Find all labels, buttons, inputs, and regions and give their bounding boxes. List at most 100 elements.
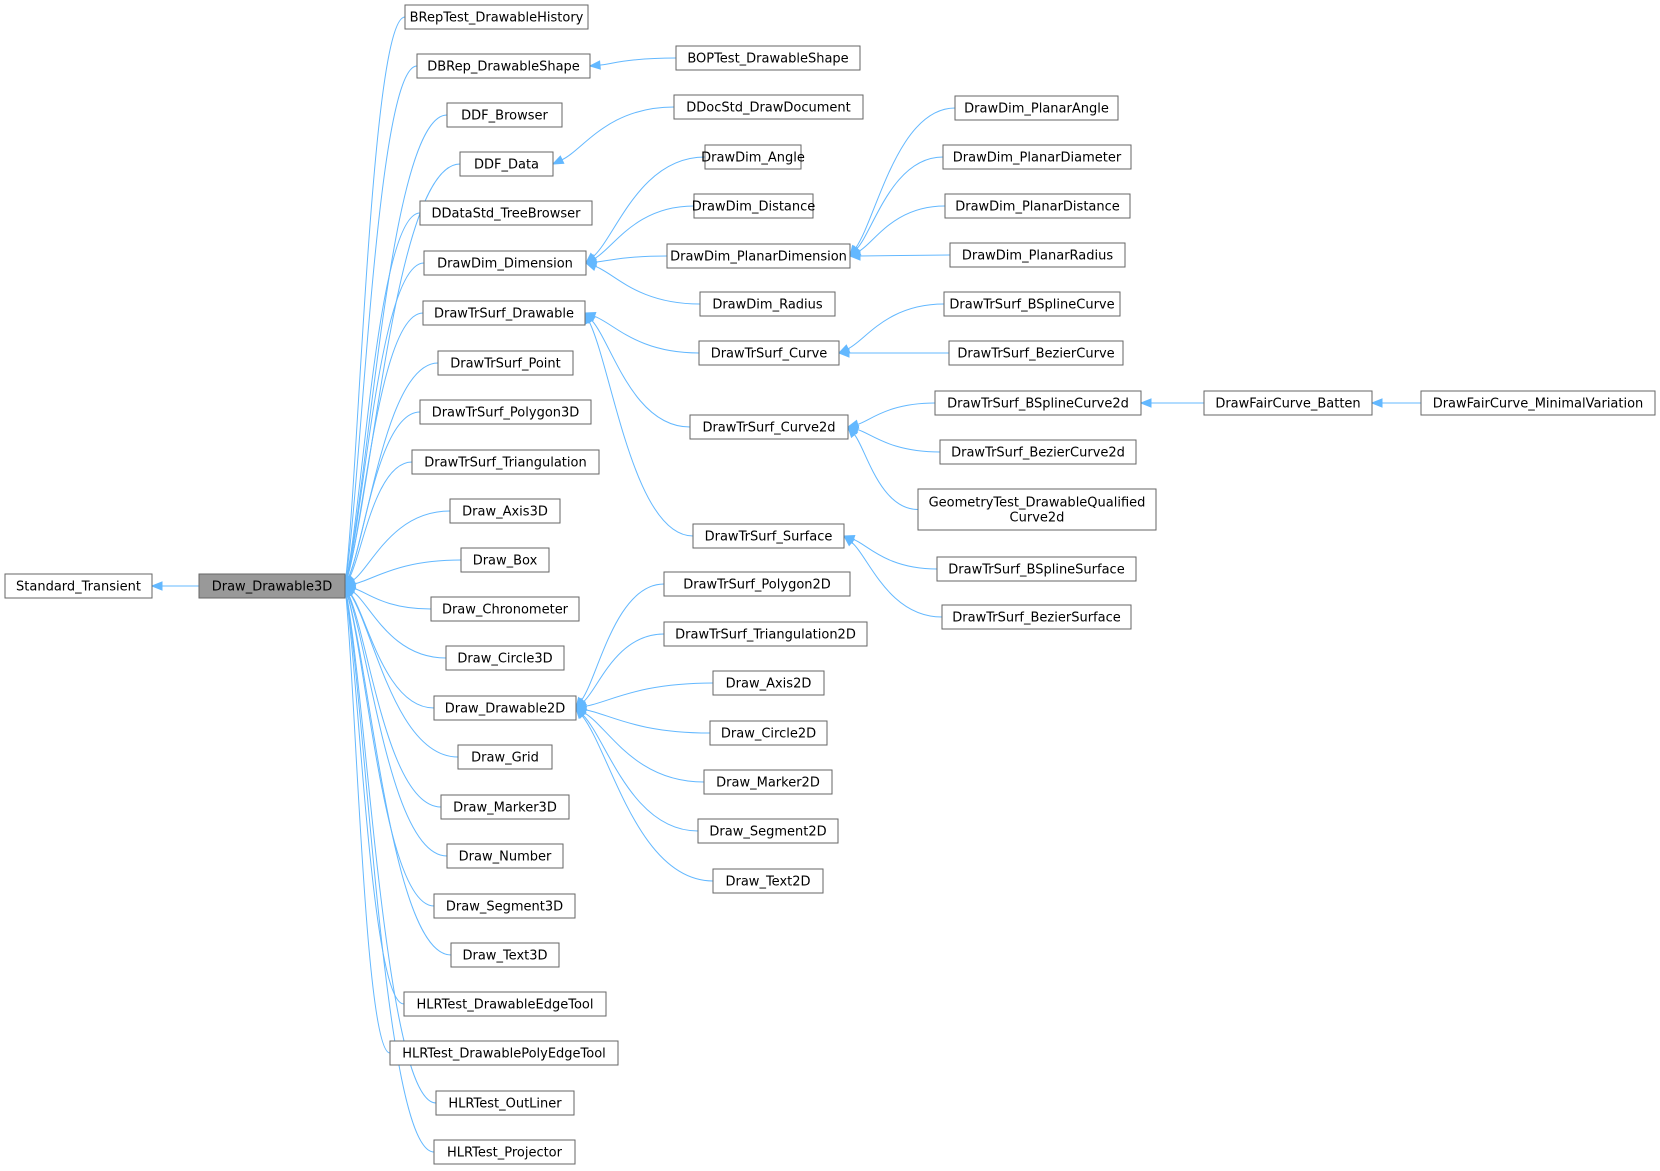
class-node-bezier-curve2d[interactable]: DrawTrSurf_BezierCurve2d <box>939 439 1137 465</box>
class-node-chrono[interactable]: Draw_Chronometer <box>430 596 580 622</box>
edge-arrowhead <box>575 706 587 720</box>
class-label: Draw_Text3D <box>462 949 547 964</box>
class-node-box[interactable]: Draw_Box <box>460 547 550 573</box>
edge-line <box>346 212 421 577</box>
class-node-ddata-tree[interactable]: DDataStd_TreeBrowser <box>419 200 593 226</box>
class-node-segment2d[interactable]: Draw_Segment2D <box>697 818 839 844</box>
edge-dim_planar-to-dim <box>584 255 668 267</box>
class-box <box>460 547 550 573</box>
class-node-ddf-browser[interactable]: DDF_Browser <box>446 102 563 128</box>
class-node-trs-poly2d[interactable]: DrawTrSurf_Polygon2D <box>663 571 851 597</box>
class-box <box>917 488 1157 531</box>
class-node-bspline-curve[interactable]: DrawTrSurf_BSplineCurve <box>943 291 1121 317</box>
class-node-batten[interactable]: DrawFairCurve_Batten <box>1203 390 1373 416</box>
edge-line <box>346 595 437 1104</box>
class-label: DDataStd_TreeBrowser <box>432 207 582 222</box>
class-node-trs-drawable[interactable]: DrawTrSurf_Drawable <box>422 300 586 326</box>
class-label: DrawTrSurf_Curve <box>711 347 828 362</box>
class-node-axis2d[interactable]: Draw_Axis2D <box>712 670 825 696</box>
class-box <box>422 300 586 326</box>
class-node-trs-surface[interactable]: DrawTrSurf_Surface <box>692 523 845 549</box>
edge-arrowhead <box>150 581 163 591</box>
class-node-bezier-curve[interactable]: DrawTrSurf_BezierCurve <box>948 340 1124 366</box>
class-node-d2[interactable]: Draw_Drawable2D <box>433 695 577 721</box>
class-box <box>433 695 577 721</box>
class-node-dim-dist[interactable]: DrawDim_Distance <box>692 193 816 219</box>
edge-line <box>857 402 936 425</box>
class-node-pl-diam[interactable]: DrawDim_PlanarDiameter <box>942 144 1132 170</box>
class-node-bop[interactable]: BOPTest_DrawableShape <box>675 45 861 71</box>
class-label: Draw_Chronometer <box>442 603 569 618</box>
class-node-marker3d[interactable]: Draw_Marker3D <box>440 794 570 820</box>
edge-line <box>352 591 447 659</box>
class-label: DrawDim_Angle <box>701 151 805 166</box>
edge-line <box>345 595 391 1054</box>
edge-line <box>581 583 665 701</box>
class-label: DrawDim_PlanarAngle <box>964 102 1109 117</box>
class-node-ddoc[interactable]: DDocStd_DrawDocument <box>673 94 864 120</box>
class-box <box>712 670 825 696</box>
class-node-hlr-outliner[interactable]: HLRTest_OutLiner <box>435 1090 575 1116</box>
class-node-brep-hist[interactable]: BRepTest_DrawableHistory <box>404 4 589 30</box>
edge-line <box>854 434 919 510</box>
class-node-pl-dist[interactable]: DrawDim_PlanarDistance <box>944 193 1131 219</box>
class-node-trs-curve[interactable]: DrawTrSurf_Curve <box>698 340 840 366</box>
class-label: Draw_Text2D <box>725 875 810 890</box>
edge-geom_test-to-trs_curve2d <box>847 425 919 510</box>
edge-arrowhead <box>1139 398 1152 408</box>
class-node-hlr-projector[interactable]: HLRTest_Projector <box>433 1139 576 1165</box>
class-node-dim[interactable]: DrawDim_Dimension <box>423 250 587 276</box>
class-node-bezier-surface[interactable]: DrawTrSurf_BezierSurface <box>941 604 1132 630</box>
class-node-dim-radius[interactable]: DrawDim_Radius <box>699 291 836 317</box>
edge-line <box>348 595 448 857</box>
class-box <box>389 1040 619 1066</box>
class-box <box>698 340 840 366</box>
class-node-text3d[interactable]: Draw_Text3D <box>450 942 560 968</box>
class-node-bspline-curve2d[interactable]: DrawTrSurf_BSplineCurve2d <box>934 390 1142 416</box>
class-node-circle3d[interactable]: Draw_Circle3D <box>445 645 565 671</box>
class-node-hlr-edge[interactable]: HLRTest_DrawableEdgeTool <box>403 991 607 1017</box>
class-box <box>419 399 592 425</box>
class-node-trs-curve2d[interactable]: DrawTrSurf_Curve2d <box>689 414 849 440</box>
class-node-bspline-surface[interactable]: DrawTrSurf_BSplineSurface <box>936 556 1137 582</box>
class-node-ddf-data[interactable]: DDF_Data <box>459 151 554 177</box>
class-node-trs-point[interactable]: DrawTrSurf_Point <box>437 350 574 376</box>
edge-line <box>346 114 448 577</box>
edge-line <box>583 633 665 702</box>
class-node-d3[interactable]: Draw_Drawable3D <box>198 573 346 599</box>
class-node-trs-tri2d[interactable]: DrawTrSurf_Triangulation2D <box>663 621 868 647</box>
class-node-marker2d[interactable]: Draw_Marker2D <box>703 769 833 795</box>
class-node-number[interactable]: Draw_Number <box>446 843 564 869</box>
class-label: DrawTrSurf_Triangulation <box>424 456 586 471</box>
class-label: DrawTrSurf_Triangulation2D <box>675 628 856 643</box>
class-node-circle2d[interactable]: Draw_Circle2D <box>709 720 828 746</box>
class-node-segment3d[interactable]: Draw_Segment3D <box>433 893 576 919</box>
class-box <box>944 193 1131 219</box>
edge-arrowhead <box>584 262 598 272</box>
class-node-std[interactable]: Standard_Transient <box>4 573 153 599</box>
class-node-dim-angle[interactable]: DrawDim_Angle <box>701 144 805 170</box>
class-node-pl-angle[interactable]: DrawDim_PlanarAngle <box>954 95 1119 121</box>
class-node-minvar[interactable]: DrawFairCurve_MinimalVariation <box>1420 390 1656 416</box>
edge-bspline_surface-to-trs_surface <box>842 535 938 570</box>
class-box <box>435 1090 575 1116</box>
class-label: DrawDim_PlanarDimension <box>670 250 847 265</box>
edge-line <box>855 107 956 249</box>
class-label: HLRTest_OutLiner <box>448 1097 562 1112</box>
class-box <box>699 291 836 317</box>
class-node-trs-tri[interactable]: DrawTrSurf_Triangulation <box>411 449 600 475</box>
class-box <box>663 571 851 597</box>
edge-arrowhead <box>837 348 850 358</box>
edge-line <box>581 715 714 882</box>
class-node-pl-radius[interactable]: DrawDim_PlanarRadius <box>949 242 1126 268</box>
class-label: Draw_Number <box>459 850 552 865</box>
class-node-grid[interactable]: Draw_Grid <box>457 744 553 770</box>
class-node-dim-planar[interactable]: DrawDim_PlanarDimension <box>666 243 851 269</box>
class-node-trs-poly3d[interactable]: DrawTrSurf_Polygon3D <box>419 399 592 425</box>
class-node-text2d[interactable]: Draw_Text2D <box>712 868 824 894</box>
class-node-hlr-polyedge[interactable]: HLRTest_DrawablePolyEdgeTool <box>389 1040 619 1066</box>
class-node-dbrep[interactable]: DBRep_DrawableShape <box>416 53 591 79</box>
class-node-axis3d[interactable]: Draw_Axis3D <box>449 498 561 524</box>
edge-line <box>352 510 451 581</box>
